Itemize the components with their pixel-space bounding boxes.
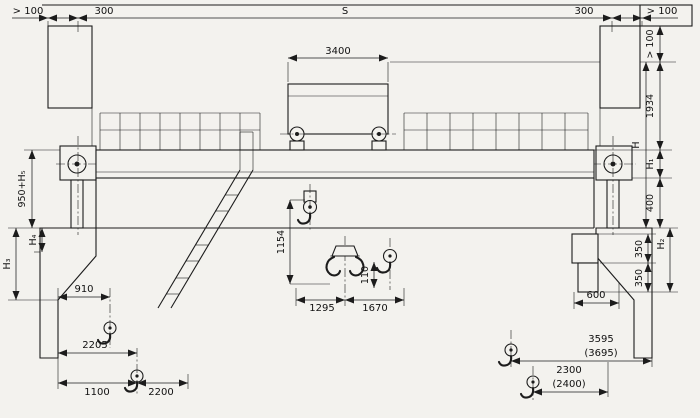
end-truck-left [56, 136, 100, 235]
dim-trolley-width-label: 3400 [325, 46, 350, 57]
dim-left-950-H5: 950+H₅ [17, 170, 28, 207]
dim-top-300-right: 300 [574, 6, 593, 17]
building-wall-left [47, 25, 93, 146]
dim-right-400: 400 [645, 194, 656, 212]
dim-right-350-a: 350 [634, 240, 645, 258]
dim-right-H: H [631, 141, 642, 148]
dim-right-1934: 1934 [645, 94, 656, 118]
dim-chain-top: > 100 300 S 300 > 100 [12, 6, 678, 32]
rail-support-steps-right [571, 233, 599, 293]
walkway-railing-right [403, 112, 589, 150]
hook-small-3 [497, 343, 518, 367]
dims-right: > 100 1934 H₁ 400 H H₂ 350 350 [594, 26, 678, 293]
dims-middle: 1154 110 1295 1670 [276, 199, 405, 314]
dim-br-3695: (3695) [584, 348, 617, 359]
dim-mid-110: 110 [360, 266, 371, 284]
dim-span: S [342, 6, 348, 17]
dim-br-2400: (2400) [552, 379, 585, 390]
dim-bl-2200: 2200 [148, 387, 173, 398]
dim-mid-1295: 1295 [309, 303, 334, 314]
access-ladder [157, 131, 254, 309]
dim-trolley-width: 3400 [287, 46, 389, 82]
dim-bl-910: 910 [74, 284, 93, 295]
dim-top-clearance-left: > 100 [13, 6, 44, 17]
end-truck-right [592, 136, 636, 235]
dims-bottom-left: 910 2205 1100 2200 [57, 284, 189, 398]
dim-top-clearance-right: > 100 [647, 6, 678, 17]
dim-bl-2205: 2205 [82, 340, 107, 351]
building-wall-right [599, 25, 641, 146]
dim-right-H2: H₂ [656, 238, 667, 249]
bridge-girder [95, 149, 595, 229]
dim-mid-1154: 1154 [276, 230, 287, 254]
dim-left-H3: H₃ [2, 258, 13, 269]
dim-right-clearance: > 100 [645, 29, 656, 58]
dim-top-300-left: 300 [94, 6, 113, 17]
main-hook [325, 236, 365, 306]
dim-br-600: 600 [586, 290, 605, 301]
dim-left-H4: H₄ [28, 234, 39, 245]
hoist-pulley-block [296, 184, 318, 231]
trolley [280, 83, 396, 151]
dim-right-350-b: 350 [634, 269, 645, 287]
hook-small-2 [123, 369, 144, 393]
dim-mid-1670: 1670 [362, 303, 387, 314]
dim-bl-1100: 1100 [84, 387, 109, 398]
dim-right-H1: H₁ [645, 158, 656, 169]
dims-left: 950+H₅ H₄ H₃ [2, 149, 60, 301]
dim-br-2300: 2300 [556, 365, 581, 376]
dim-br-3595: 3595 [588, 334, 613, 345]
dims-bottom-right: 600 3595 (3695) 2300 (2400) [511, 283, 653, 397]
aux-hook [375, 238, 398, 290]
hook-small-4 [519, 375, 540, 399]
walkway-railing-left [99, 112, 261, 150]
